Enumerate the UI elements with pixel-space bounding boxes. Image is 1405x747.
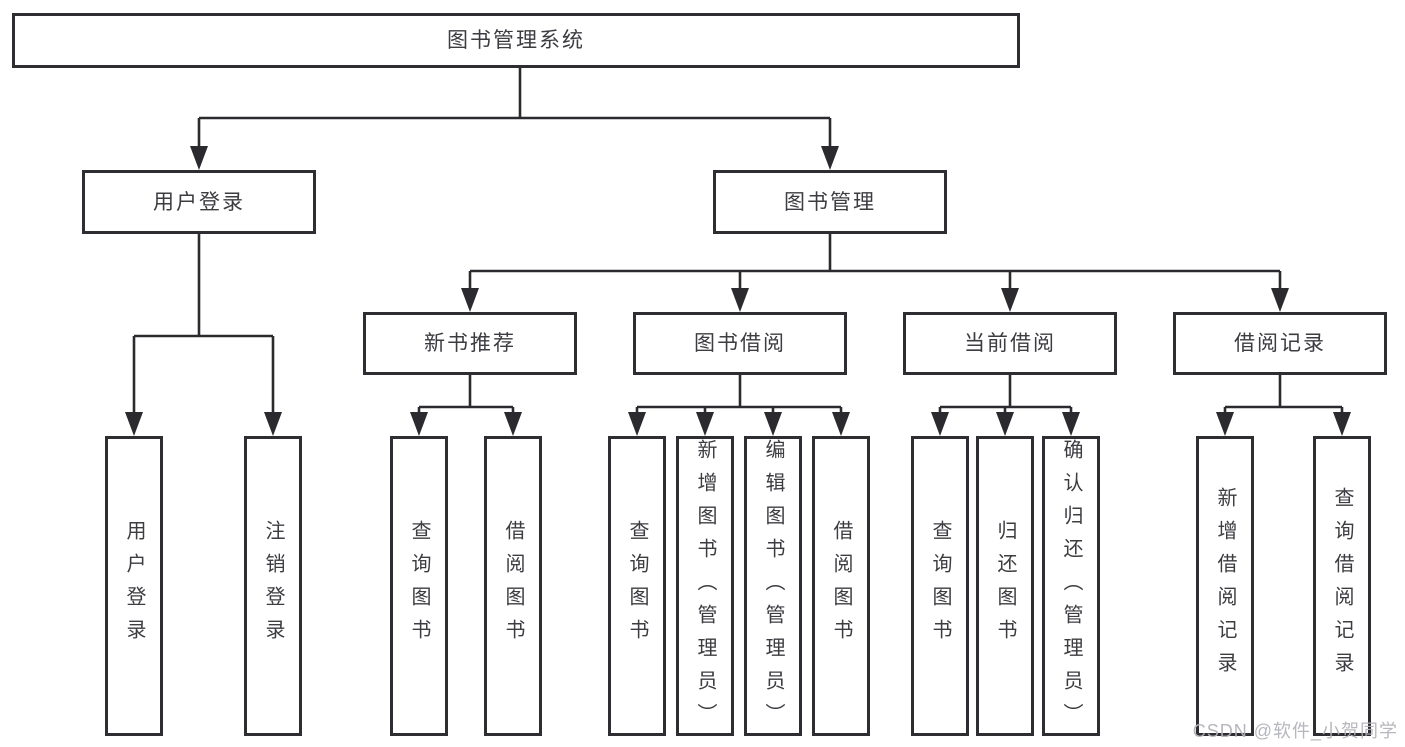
arrowhead — [996, 412, 1014, 436]
arrowhead — [1001, 288, 1019, 312]
arrowhead — [461, 288, 479, 312]
node-leaf-edit-book: 编辑图书（管理员） — [744, 436, 802, 736]
node-leaf-add-book: 新增图书（管理员） — [676, 436, 734, 736]
csdn-watermark: CSDN @软件_小贺同学 — [1192, 721, 1398, 741]
arrowhead — [1062, 412, 1080, 436]
arrowhead — [504, 412, 522, 436]
node-book-management: 图书管理 — [713, 170, 947, 234]
node-leaf-query-record: 查询借阅记录 — [1313, 436, 1371, 736]
arrowhead — [1216, 412, 1234, 436]
node-leaf-query-book-1: 查询图书 — [390, 436, 448, 736]
node-leaf-query-book-3: 查询图书 — [911, 436, 969, 736]
node-book-borrow: 图书借阅 — [633, 312, 847, 375]
arrowhead — [125, 412, 143, 436]
node-borrow-records: 借阅记录 — [1173, 312, 1387, 375]
node-leaf-user-login: 用户登录 — [105, 436, 163, 736]
node-root: 图书管理系统 — [12, 13, 1020, 68]
node-leaf-logout: 注销登录 — [244, 436, 302, 736]
node-leaf-borrow-book-1: 借阅图书 — [484, 436, 542, 736]
arrowhead — [264, 412, 282, 436]
arrowhead — [1271, 288, 1289, 312]
node-leaf-add-record: 新增借阅记录 — [1196, 436, 1254, 736]
arrowhead — [1333, 412, 1351, 436]
arrowhead — [931, 412, 949, 436]
node-leaf-confirm-return: 确认归还（管理员） — [1042, 436, 1100, 736]
node-new-book-recommend: 新书推荐 — [363, 312, 577, 375]
arrowhead — [764, 412, 782, 436]
arrowhead — [190, 146, 208, 170]
arrowhead — [731, 288, 749, 312]
node-user-login: 用户登录 — [82, 170, 316, 234]
arrowhead — [821, 146, 839, 170]
node-leaf-query-book-2: 查询图书 — [608, 436, 666, 736]
arrowhead — [832, 412, 850, 436]
node-current-borrow: 当前借阅 — [903, 312, 1117, 375]
arrowhead — [410, 412, 428, 436]
node-leaf-return-book: 归还图书 — [976, 436, 1034, 736]
arrowhead — [696, 412, 714, 436]
node-leaf-borrow-book-2: 借阅图书 — [812, 436, 870, 736]
arrowhead — [628, 412, 646, 436]
